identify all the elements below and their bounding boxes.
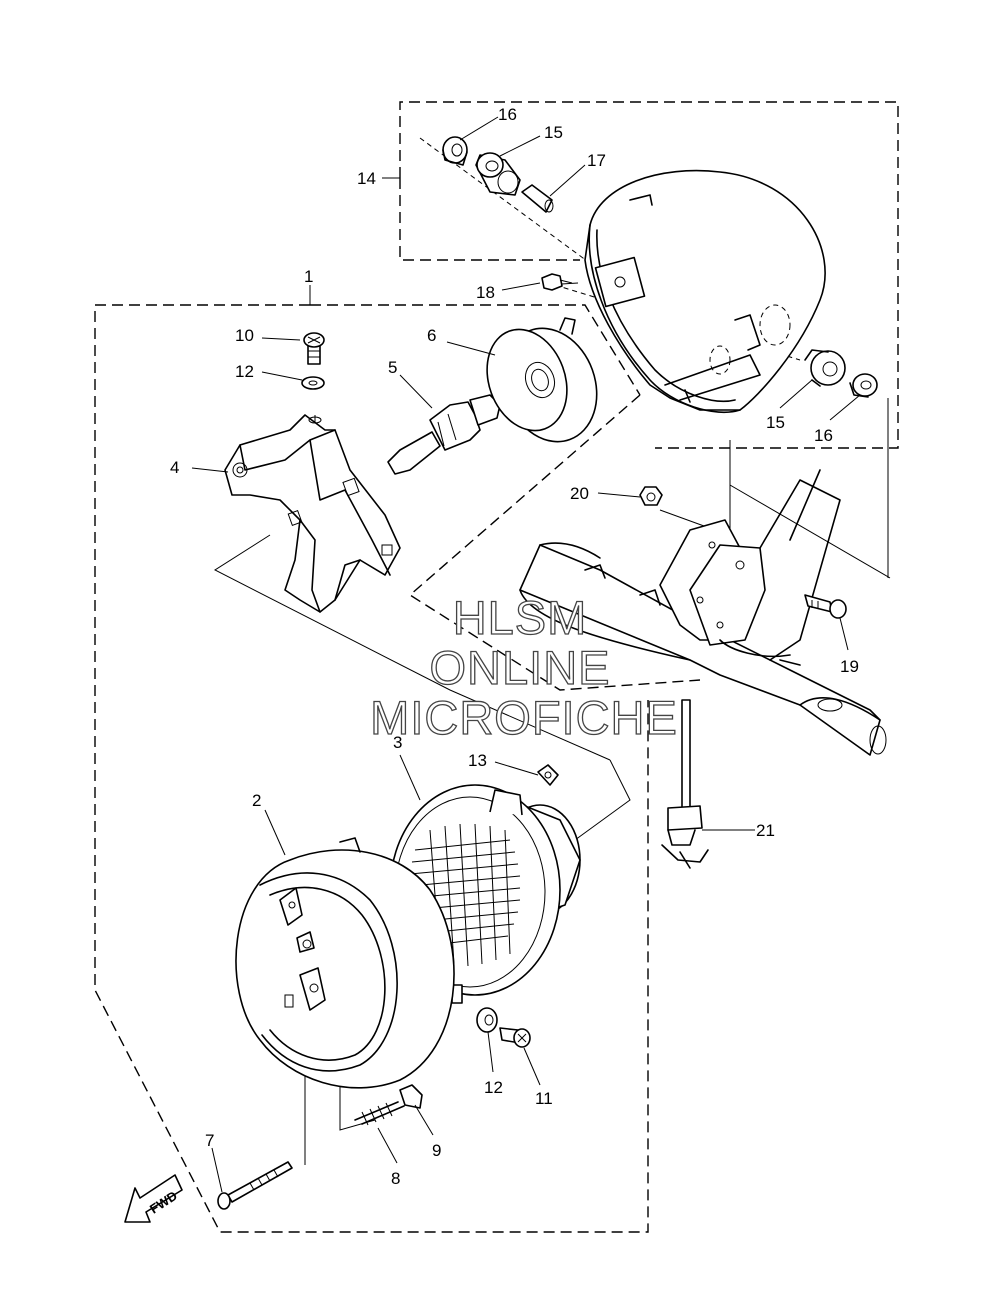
watermark-line-1: HLSM xyxy=(453,591,588,644)
washer-top xyxy=(301,376,325,390)
callout-5: 5 xyxy=(388,358,397,377)
headlight-bracket xyxy=(224,414,401,613)
bolt-19 xyxy=(804,594,847,619)
nut-9 xyxy=(399,1084,423,1109)
callout-13: 13 xyxy=(468,751,487,770)
callout-9: 9 xyxy=(432,1141,441,1160)
callout-10: 10 xyxy=(235,326,254,345)
watermark-line-3: MICROFICHE xyxy=(370,691,678,744)
nut-20 xyxy=(639,486,663,506)
cable-tie-21 xyxy=(661,699,709,869)
callout-21: 21 xyxy=(756,821,775,840)
grommet-15-top xyxy=(475,152,521,196)
bolt-18 xyxy=(541,273,573,291)
callout-15-right: 15 xyxy=(766,413,785,432)
callout-12-top: 12 xyxy=(235,362,254,381)
screw-bottom xyxy=(499,1027,531,1048)
spring-8 xyxy=(354,1101,405,1126)
grommet-16-right xyxy=(849,373,878,398)
callout-4: 4 xyxy=(170,458,179,477)
watermark: HLSM ONLINE MICROFICHE xyxy=(370,590,678,744)
callout-7: 7 xyxy=(205,1131,214,1150)
grommet-15-right xyxy=(804,349,846,387)
group-box-main xyxy=(94,304,649,1233)
callout-3: 3 xyxy=(393,733,402,752)
callout-8: 8 xyxy=(391,1169,400,1188)
headlight-rim xyxy=(235,837,455,1089)
clip-13 xyxy=(537,764,559,786)
callout-18: 18 xyxy=(476,283,495,302)
washer-bottom xyxy=(476,1007,498,1033)
callout-2: 2 xyxy=(252,791,261,810)
callout-20: 20 xyxy=(570,484,589,503)
group-box-housing xyxy=(399,101,899,449)
headlight-bulb xyxy=(387,394,501,475)
bulb-socket-cover xyxy=(486,317,598,443)
grommet-16-top xyxy=(442,136,468,166)
callout-15-top: 15 xyxy=(544,123,563,142)
screw-top xyxy=(303,332,325,365)
callout-11: 11 xyxy=(535,1089,553,1108)
callout-12-bottom: 12 xyxy=(484,1078,503,1097)
handlebar-crown xyxy=(519,469,887,756)
callout-17: 17 xyxy=(587,151,606,170)
collar-17 xyxy=(521,184,554,213)
leader-lines xyxy=(191,116,861,1193)
callout-16-top: 16 xyxy=(498,105,517,124)
watermark-line-2: ONLINE xyxy=(430,641,611,694)
headlight-shell-housing xyxy=(584,169,826,414)
callout-labels: 1 2 3 4 5 6 7 8 9 10 11 12 12 13 14 15 1… xyxy=(170,105,859,1188)
callout-14: 14 xyxy=(357,169,376,188)
fwd-direction-arrow: FWD xyxy=(124,1174,183,1223)
callout-6: 6 xyxy=(427,326,436,345)
callout-16-right: 16 xyxy=(814,426,833,445)
adjusting-screw-7 xyxy=(217,1161,293,1210)
callout-19: 19 xyxy=(840,657,859,676)
callout-1: 1 xyxy=(304,267,313,286)
